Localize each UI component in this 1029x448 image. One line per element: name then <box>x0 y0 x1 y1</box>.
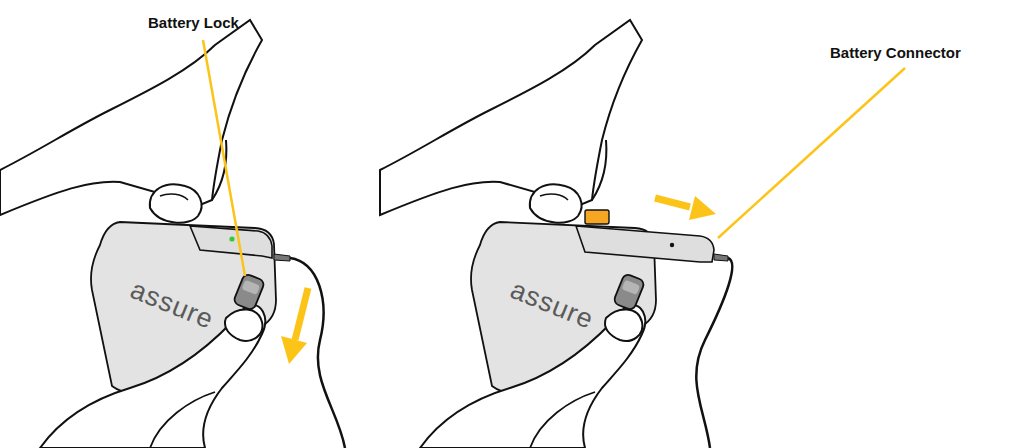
battery-connector <box>190 226 272 258</box>
leader-line <box>718 68 905 238</box>
battery-lock-knob <box>233 273 265 311</box>
battery-connector <box>576 226 714 262</box>
thumb <box>530 184 582 222</box>
lower-hand <box>40 305 265 448</box>
upper-hand <box>380 20 642 215</box>
cable <box>696 258 732 448</box>
connector-dot <box>670 243 674 247</box>
left-panel <box>0 20 345 448</box>
status-led <box>229 236 234 241</box>
callout-label: Battery Connector <box>830 44 961 61</box>
lower-hand <box>420 305 645 448</box>
release-latch <box>585 210 609 224</box>
battery-lock-knob <box>613 273 645 311</box>
arrow-head <box>689 196 716 220</box>
thumb <box>150 184 202 222</box>
direction-arrow <box>295 288 308 340</box>
cable-plug <box>714 254 728 261</box>
callout-label: Battery Lock <box>148 14 239 31</box>
leader-line <box>203 40 245 276</box>
direction-arrow <box>655 198 690 207</box>
right-panel <box>380 20 732 448</box>
upper-hand <box>0 20 262 215</box>
arrow-head <box>281 336 307 364</box>
cable-plug <box>274 254 290 261</box>
